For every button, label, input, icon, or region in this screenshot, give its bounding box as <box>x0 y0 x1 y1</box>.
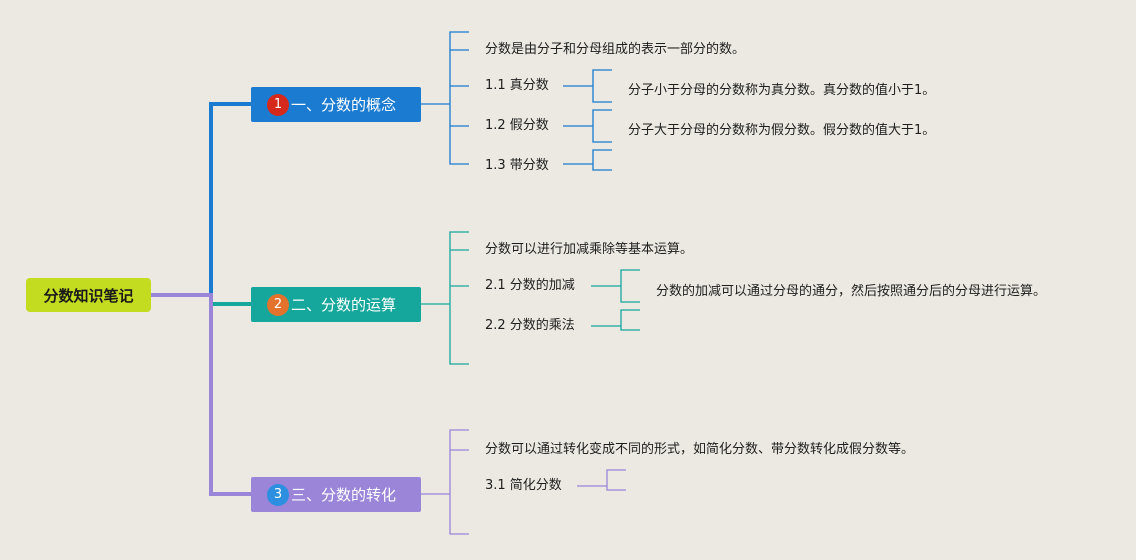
branch-label: 二、分数的运算 <box>291 296 397 314</box>
leaf-2-0[interactable]: 分数可以进行加减乘除等基本运算。 <box>485 242 694 257</box>
branch-label: 三、分数的转化 <box>291 486 397 504</box>
note-1-2[interactable]: 分子大于分母的分数称为假分数。假分数的值大于1。 <box>628 123 936 138</box>
leaf-1-3[interactable]: 1.3 带分数 <box>485 158 549 173</box>
leaf-3-1[interactable]: 3.1 简化分数 <box>485 478 562 493</box>
root-node[interactable]: 分数知识笔记 <box>26 278 151 312</box>
connector-root-branch-1 <box>151 102 251 297</box>
bracket-branch-1 <box>421 31 612 171</box>
number-badge-icon: 3 <box>267 483 289 506</box>
bracket-branch-2 <box>421 231 640 365</box>
number-badge-icon: 2 <box>267 293 289 316</box>
branch-node-1[interactable]: 1 一、分数的概念 <box>251 87 421 122</box>
branch-node-3[interactable]: 3 三、分数的转化 <box>251 477 421 512</box>
root-label: 分数知识笔记 <box>43 286 134 305</box>
leaf-3-0[interactable]: 分数可以通过转化变成不同的形式，如简化分数、带分数转化成假分数等。 <box>485 442 915 457</box>
leaf-2-1[interactable]: 2.1 分数的加减 <box>485 278 575 293</box>
leaf-2-2[interactable]: 2.2 分数的乘法 <box>485 318 575 333</box>
number-badge-icon: 1 <box>267 93 289 116</box>
connector-root-branch-3 <box>151 293 251 496</box>
branch-node-2[interactable]: 2 二、分数的运算 <box>251 287 421 322</box>
note-1-1[interactable]: 分子小于分母的分数称为真分数。真分数的值小于1。 <box>628 83 936 98</box>
leaf-1-1[interactable]: 1.1 真分数 <box>485 78 549 93</box>
note-2-1[interactable]: 分数的加减可以通过分母的通分，然后按照通分后的分母进行运算。 <box>656 284 1047 299</box>
bracket-branch-3 <box>421 429 626 535</box>
leaf-1-2[interactable]: 1.2 假分数 <box>485 118 549 133</box>
branch-label: 一、分数的概念 <box>291 96 397 114</box>
leaf-1-0[interactable]: 分数是由分子和分母组成的表示一部分的数。 <box>485 42 746 57</box>
